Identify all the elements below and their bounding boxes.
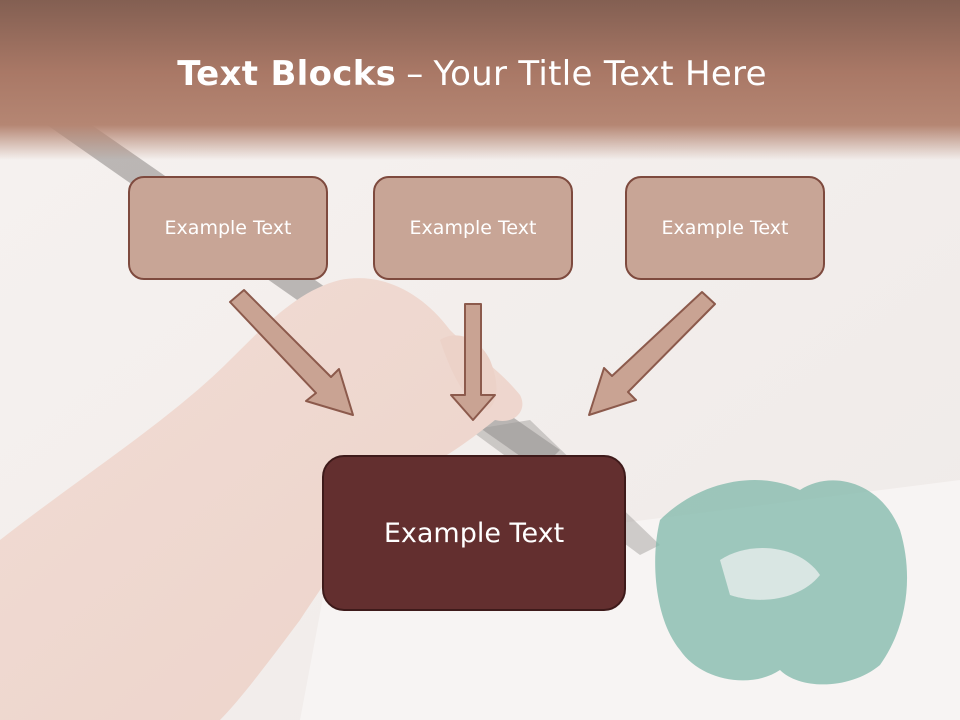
- title-dash: –: [406, 54, 424, 94]
- text-block-2-label: Example Text: [409, 217, 537, 239]
- text-block-3[interactable]: Example Text: [625, 176, 825, 280]
- text-block-2[interactable]: Example Text: [373, 176, 573, 280]
- result-block-label: Example Text: [383, 517, 565, 549]
- page-title: Text Blocks–Your Title Text Here: [0, 54, 944, 94]
- result-block[interactable]: Example Text: [322, 455, 626, 611]
- title-bold: Text Blocks: [177, 54, 397, 94]
- title-rest: Your Title Text Here: [433, 54, 767, 94]
- text-block-3-label: Example Text: [661, 217, 789, 239]
- text-block-1[interactable]: Example Text: [128, 176, 328, 280]
- arrow-left: [229, 289, 354, 416]
- arrow-right: [588, 291, 716, 416]
- header-band: [0, 0, 960, 160]
- text-block-1-label: Example Text: [164, 217, 292, 239]
- arrow-center: [450, 303, 496, 421]
